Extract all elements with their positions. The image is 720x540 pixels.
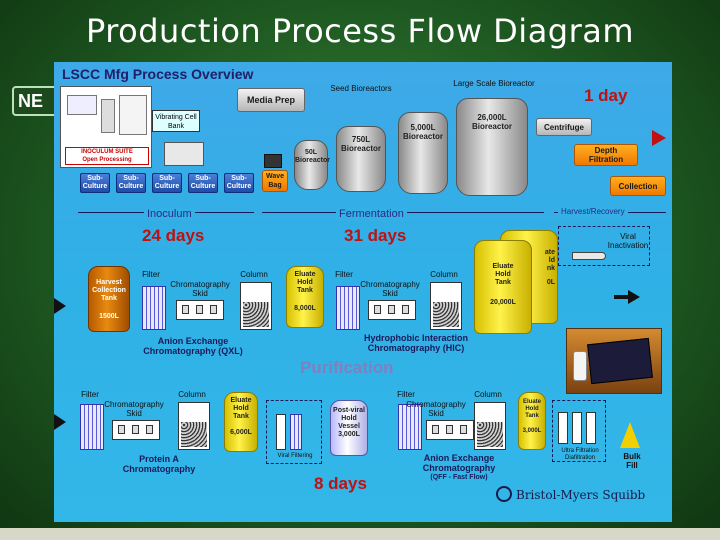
- ufdf-cartridge-1: [558, 412, 568, 444]
- arrow-right-icon: [652, 130, 666, 146]
- company-brand: Bristol-Myers Squibb: [516, 488, 646, 502]
- seed-bioreactors-label: Seed Bioreactors: [330, 84, 392, 93]
- centrifuge: Centrifuge: [536, 118, 592, 136]
- sub-culture-5: Sub-Culture: [224, 173, 254, 193]
- cabinet-icon: [119, 95, 147, 135]
- chromatography-skid-1: [176, 300, 224, 320]
- protein-a-label: Protein A Chromatography: [122, 454, 196, 474]
- filter-label-4: Filter: [397, 390, 415, 399]
- hic-label: Hydrophobic Interaction Chromatography (…: [363, 333, 468, 353]
- anion-exchange-qxl-label: Anion Exchange Chromatography (QXL): [143, 336, 243, 356]
- arrow-right-row1-icon: [628, 290, 640, 304]
- viral-filtering-label: Viral Filtering: [277, 453, 313, 459]
- column-1: [240, 282, 272, 330]
- harvest-collection-tank: Harvest Collection Tank 1500L: [88, 266, 130, 332]
- slide-title: Production Process Flow Diagram: [85, 12, 635, 50]
- eluate-hold-tank-6000l: Eluate Hold Tank 6,000L: [224, 392, 258, 452]
- bulk-fill-icon: [620, 422, 640, 448]
- filter-3: [80, 404, 104, 450]
- viral-filter-cartridge-2: [290, 414, 302, 450]
- anion-exchange-qff-label: Anion Exchange Chromatography (QFF - Fas…: [422, 453, 496, 481]
- purification-title: Purification: [300, 358, 394, 377]
- ufdf-group: [552, 400, 606, 462]
- column-3: [178, 402, 210, 450]
- column-label-4: Column: [474, 390, 502, 399]
- phase-harvest: Harvest/Recovery: [558, 207, 628, 216]
- column-label-1: Column: [240, 270, 268, 279]
- bottom-bar: [0, 528, 720, 540]
- vibrating-cell-bank: Vibrating Cell Bank: [152, 110, 200, 132]
- shaker-equipment-icon: [164, 142, 204, 166]
- inoculum-suite-label: INOCULUM SUITE Open Processing: [65, 147, 149, 165]
- column-label-3: Column: [178, 390, 206, 399]
- eluate-hold-tank-8000l: Eluate Hold Tank 8,000L: [286, 266, 324, 328]
- inoculum-equipment-icon: [67, 95, 97, 115]
- eluate-hold-tank-20000l: Eluate Hold Tank 20,000L: [474, 240, 532, 334]
- filter-label-1: Filter: [142, 270, 160, 279]
- sub-culture-4: Sub-Culture: [188, 173, 218, 193]
- vial-icon: [573, 351, 587, 381]
- days-purification: 8 days: [314, 474, 367, 493]
- chromatography-skid-4: [426, 420, 474, 440]
- days-harvest: 1 day: [584, 86, 628, 105]
- phase-inoculum: Inoculum: [144, 208, 195, 220]
- post-viral-hold-vessel: Post-viral Hold Vessel 3,000L: [330, 400, 368, 456]
- bms-logo-icon: [496, 486, 512, 502]
- sub-culture-1: Sub-Culture: [80, 173, 110, 193]
- sub-culture-3: Sub-Culture: [152, 173, 182, 193]
- sub-culture-2: Sub-Culture: [116, 173, 146, 193]
- ufdf-cartridge-2: [572, 412, 582, 444]
- viral-filtering-group: [266, 400, 322, 464]
- collection: Collection: [610, 176, 666, 196]
- process-flow-diagram: LSCC Mfg Process Overview INOCULUM SUITE…: [54, 62, 672, 522]
- phase-fermentation: Fermentation: [336, 208, 407, 220]
- filter-2: [336, 286, 360, 330]
- arrow-right-row1-shaft: [614, 295, 628, 299]
- logo: NE: [12, 86, 60, 116]
- days-inoculum: 24 days: [142, 226, 205, 245]
- arrow-in-row1-icon: [54, 298, 66, 314]
- incubator-icon: [101, 99, 115, 133]
- inoculum-suite-illustration: INOCULUM SUITE Open Processing: [60, 86, 152, 168]
- column-2: [430, 282, 462, 330]
- filter-1: [142, 286, 166, 330]
- chromatography-skid-2: [368, 300, 416, 320]
- filter-label-3: Filter: [81, 390, 99, 399]
- product-box-icon: [587, 337, 653, 385]
- days-fermentation: 31 days: [344, 226, 407, 245]
- viral-inactivation-group: [558, 226, 650, 266]
- product-package-image: [566, 328, 662, 394]
- arrow-in-row2-icon: [54, 414, 66, 430]
- column-4: [474, 402, 506, 450]
- large-scale-bioreactor-label: Large Scale Bioreactor: [453, 79, 535, 88]
- chromatography-skid-3: [112, 420, 160, 440]
- viral-inactivation-vessel-icon: [572, 252, 606, 260]
- column-label-2: Column: [430, 270, 458, 279]
- ufdf-cartridge-3: [586, 412, 596, 444]
- viral-filter-cartridge-1: [276, 414, 286, 450]
- filter-4: [398, 404, 422, 450]
- panel-title: LSCC Mfg Process Overview: [62, 66, 254, 82]
- filter-label-2: Filter: [335, 270, 353, 279]
- media-prep: Media Prep: [237, 88, 305, 112]
- eluate-hold-tank-3000l: Eluate Hold Tank 3,000L: [518, 392, 546, 450]
- wave-rocker-icon: [264, 154, 282, 168]
